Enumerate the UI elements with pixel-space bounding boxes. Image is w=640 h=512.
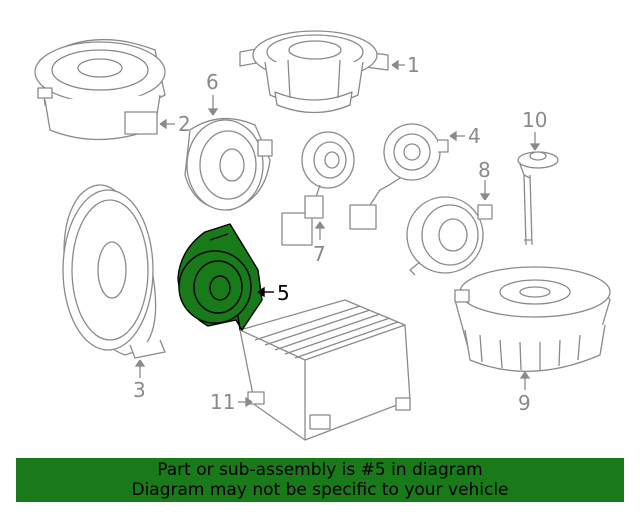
callout-8: 8 [478, 158, 491, 182]
part-1-speaker[interactable] [240, 31, 388, 113]
part-2-speaker[interactable] [35, 40, 165, 140]
part-9-subwoofer[interactable] [455, 267, 610, 371]
info-banner: Part or sub-assembly is #5 in diagram Di… [16, 458, 624, 502]
callout-10: 10 [522, 108, 548, 132]
part-8-speaker[interactable] [407, 197, 492, 275]
banner-line-1: Part or sub-assembly is #5 in diagram [157, 460, 483, 480]
callout-5: 5 [277, 281, 290, 305]
part-3-speaker[interactable] [63, 185, 165, 358]
part-5-highlighted-speaker[interactable] [178, 224, 262, 330]
banner-line-2: Diagram may not be specific to your vehi… [131, 480, 509, 500]
callout-2: 2 [178, 112, 191, 136]
part-6-speaker[interactable] [185, 119, 272, 210]
callout-4: 4 [468, 124, 481, 148]
part-11-amplifier[interactable] [240, 300, 410, 440]
callout-6: 6 [206, 70, 219, 94]
part-4-tweeter[interactable] [350, 124, 448, 229]
callout-9: 9 [518, 391, 531, 415]
callout-11: 11 [210, 390, 236, 414]
callout-3: 3 [133, 378, 146, 402]
callout-1: 1 [407, 53, 420, 77]
callout-7: 7 [313, 242, 326, 266]
part-10-pin[interactable] [518, 152, 558, 245]
parts-diagram [0, 0, 640, 458]
part-7-tweeter[interactable] [282, 132, 354, 245]
